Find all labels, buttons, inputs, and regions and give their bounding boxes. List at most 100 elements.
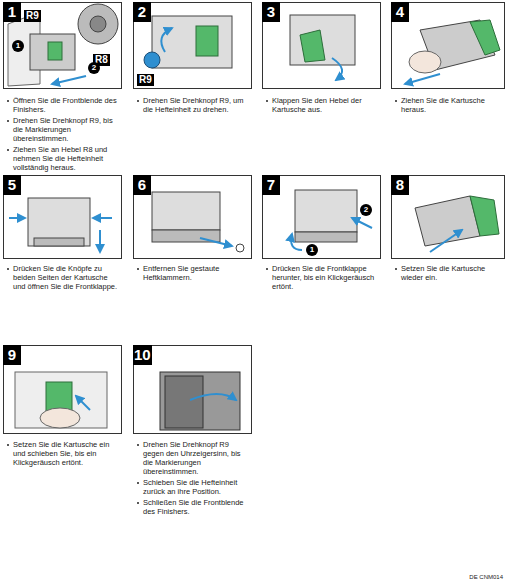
caption-column: Klappen Sie den Hebel der Kartusche aus. [265, 96, 377, 116]
bullet-dot [137, 100, 139, 102]
step8-drawing-part [470, 196, 499, 236]
step3-drawing-part [290, 15, 355, 65]
step4-drawing [405, 20, 500, 84]
panel-frames [4, 3, 505, 434]
part-label: R9 [137, 74, 154, 86]
step9-drawing-part [76, 396, 90, 410]
step9-drawing-part [46, 382, 72, 412]
caption-item: Öffnen Sie die Frontblende des Finishers… [6, 96, 118, 114]
bullet-dot [137, 502, 139, 504]
step2-drawing-part [152, 16, 232, 68]
step-number: 3 [262, 2, 280, 22]
instruction-text: Drehen Sie Drehknopf R9 gegen den Uhrzei… [143, 440, 241, 476]
step-number: 1 [3, 2, 21, 22]
step10-drawing [160, 372, 240, 430]
panel-frames-part [263, 176, 381, 259]
callout-number: 2 [88, 62, 100, 74]
panel-frames-part [4, 176, 122, 259]
instruction-text: Schieben Sie die Hefteinheit zurück an i… [143, 478, 237, 496]
instruction-text: Setzen Sie die Kartusche wieder ein. [401, 264, 485, 282]
caption-item: Entfernen Sie gestaute Heftklammern. [136, 264, 248, 282]
caption-item: Ziehen Sie an Hebel R8 und nehmen Sie di… [6, 145, 118, 172]
bullet-dot [266, 100, 268, 102]
instruction-text: Schließen Sie die Frontblende des Finish… [143, 498, 243, 516]
instruction-text: Drehen Sie Drehknopf R9, bis die Markier… [13, 116, 113, 143]
part-label: R9 [24, 10, 41, 22]
step2-drawing-part [196, 26, 218, 56]
panel-frames-part [392, 176, 505, 259]
caption-column: Drücken Sie die Frontklappe herunter, bi… [265, 264, 377, 293]
callout-number: 1 [12, 40, 24, 52]
panel-frames-part [263, 3, 381, 89]
instruction-text: Ziehen Sie an Hebel R8 und nehmen Sie di… [13, 145, 107, 172]
step1-drawing-part [48, 42, 62, 60]
step1-drawing [8, 4, 118, 86]
instruction-text: Setzen Sie die Kartusche ein und schiebe… [13, 440, 109, 467]
step5-drawing-part [28, 198, 90, 246]
panel-frames-part [392, 3, 505, 89]
step7-drawing-part [352, 218, 372, 228]
caption-item: Drehen Sie Drehknopf R9, um die Hefteinh… [136, 96, 248, 114]
step-number: 2 [133, 2, 151, 22]
step4-drawing-part [405, 74, 440, 84]
caption-item: Schieben Sie die Hefteinheit zurück an i… [136, 478, 248, 496]
step9-drawing-part [15, 372, 107, 428]
step9-drawing [15, 372, 107, 428]
panel-frames-part [134, 176, 252, 259]
step6-drawing-part [152, 192, 220, 230]
callout-number: 2 [360, 204, 372, 216]
step10-drawing-part [165, 376, 203, 428]
step7-drawing-part [295, 232, 357, 242]
caption-item: Drücken Sie die Knöpfe zu beiden Seiten … [6, 264, 118, 291]
caption-item: Drehen Sie Drehknopf R9 gegen den Uhrzei… [136, 440, 248, 476]
caption-column: Drehen Sie Drehknopf R9 gegen den Uhrzei… [136, 440, 248, 518]
document-code: DE CNM014 [469, 574, 503, 580]
bullet-dot [395, 268, 397, 270]
step3-drawing-part [300, 30, 325, 62]
step5-drawing-part [34, 238, 84, 246]
step-number: 10 [133, 345, 152, 365]
step6-drawing-part [236, 244, 244, 252]
bullet-dot [7, 444, 9, 446]
panel-frames-part [4, 3, 122, 89]
bullet-dot [266, 268, 268, 270]
step6-drawing [152, 192, 244, 252]
panel-frames-part [4, 346, 122, 434]
caption-item: Klappen Sie den Hebel der Kartusche aus. [265, 96, 377, 114]
bullet-dot [7, 149, 9, 151]
instruction-text: Drücken Sie die Frontklappe herunter, bi… [272, 264, 374, 291]
step9-drawing-part [40, 408, 80, 428]
caption-item: Schließen Sie die Frontblende des Finish… [136, 498, 248, 516]
bullet-dot [137, 444, 139, 446]
step4-drawing-part [409, 51, 441, 73]
step3-drawing-part [332, 58, 342, 80]
caption-item: Setzen Sie die Kartusche ein und schiebe… [6, 440, 118, 467]
step2-drawing-part [161, 28, 172, 52]
caption-item: Drücken Sie die Frontklappe herunter, bi… [265, 264, 377, 291]
step10-drawing-part [190, 394, 236, 400]
step8-drawing-part [415, 196, 480, 246]
caption-item: Setzen Sie die Kartusche wieder ein. [394, 264, 506, 282]
step-number: 9 [3, 345, 21, 365]
caption-column: Ziehen Sie die Kartusche heraus. [394, 96, 506, 116]
instruction-text: Ziehen Sie die Kartusche heraus. [401, 96, 485, 114]
callout-number: 1 [306, 244, 318, 256]
caption-column: Setzen Sie die Kartusche wieder ein. [394, 264, 506, 284]
step8-drawing [415, 196, 499, 252]
step1-drawing-part [52, 76, 86, 84]
step-number: 4 [391, 2, 409, 22]
caption-column: Setzen Sie die Kartusche ein und schiebe… [6, 440, 118, 469]
instruction-text: Drücken Sie die Knöpfe zu beiden Seiten … [13, 264, 117, 291]
caption-column: Drücken Sie die Knöpfe zu beiden Seiten … [6, 264, 118, 293]
instruction-text: Klappen Sie den Hebel der Kartusche aus. [272, 96, 362, 114]
step-number: 8 [391, 175, 409, 195]
bullet-dot [7, 120, 9, 122]
step-number: 5 [3, 175, 21, 195]
step10-drawing-part [160, 372, 240, 430]
caption-item: Ziehen Sie die Kartusche heraus. [394, 96, 506, 114]
step5-drawing-part [9, 217, 25, 219]
caption-column: Entfernen Sie gestaute Heftklammern. [136, 264, 248, 284]
bullet-dot [7, 100, 9, 102]
